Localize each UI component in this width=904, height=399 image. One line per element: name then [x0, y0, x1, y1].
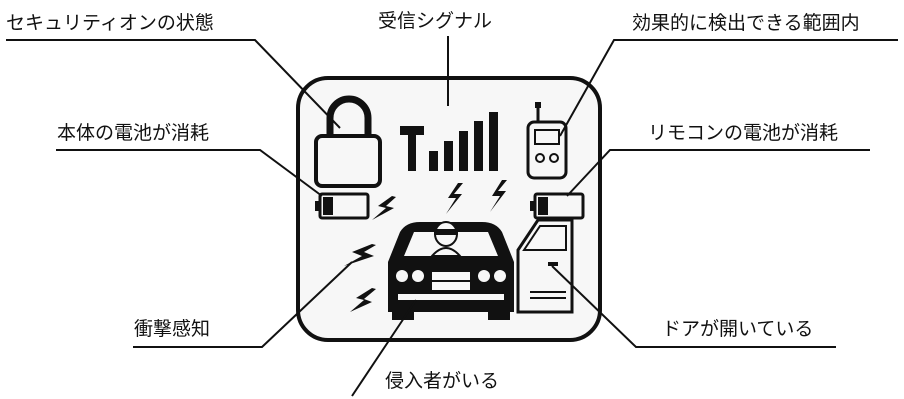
- open-door-icon: [516, 218, 574, 314]
- leader-door: [551, 265, 836, 348]
- label-unit-battery-low: 本体の電池が消耗: [57, 122, 210, 144]
- remote-control-icon: [526, 102, 568, 180]
- leader-in-range: [559, 39, 898, 137]
- lock-icon: [314, 95, 382, 188]
- leader-intruder: [351, 299, 417, 397]
- leader-remote-battery: [566, 149, 870, 197]
- unit-battery-low-icon: [315, 192, 370, 220]
- leader-security-status: [6, 39, 341, 129]
- leader-shock: [133, 261, 353, 348]
- signal-bars-icon: [400, 112, 498, 171]
- intruder-icon: [429, 221, 463, 257]
- label-door-open: ドアが開いている: [662, 318, 814, 340]
- leader-unit-battery: [56, 149, 323, 197]
- label-shock-detect: 衝撃感知: [134, 318, 211, 340]
- shock-lightning-icon: [344, 180, 507, 312]
- label-remote-battery-low: リモコンの電池が消耗: [648, 122, 839, 144]
- label-signal: 受信シグナル: [378, 10, 493, 32]
- label-intruder: 侵入者がいる: [385, 370, 500, 392]
- remote-battery-low-icon: [530, 192, 585, 220]
- label-security-status: セキュリティオンの状態: [6, 12, 214, 34]
- label-in-range: 効果的に検出できる範囲内: [632, 12, 860, 34]
